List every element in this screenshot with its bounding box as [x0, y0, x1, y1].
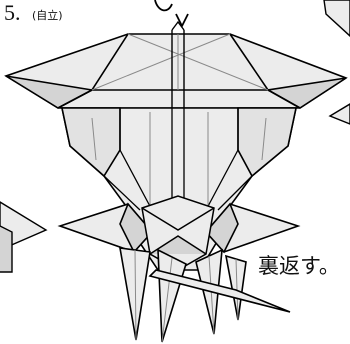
instruction-text: 裏返す。 — [258, 254, 340, 278]
top-loop — [154, 0, 189, 29]
step-note: (自立) — [32, 9, 63, 22]
roof — [4, 33, 348, 109]
lower-blade-creases — [134, 249, 239, 343]
next-step-fragment — [323, 0, 350, 125]
crossing-blade — [148, 269, 291, 313]
previous-step-fragment — [0, 201, 48, 273]
body-creases — [91, 112, 267, 220]
roof-center-lines — [171, 20, 185, 108]
step-number: 5. — [4, 0, 21, 25]
roof-creases — [91, 33, 269, 91]
